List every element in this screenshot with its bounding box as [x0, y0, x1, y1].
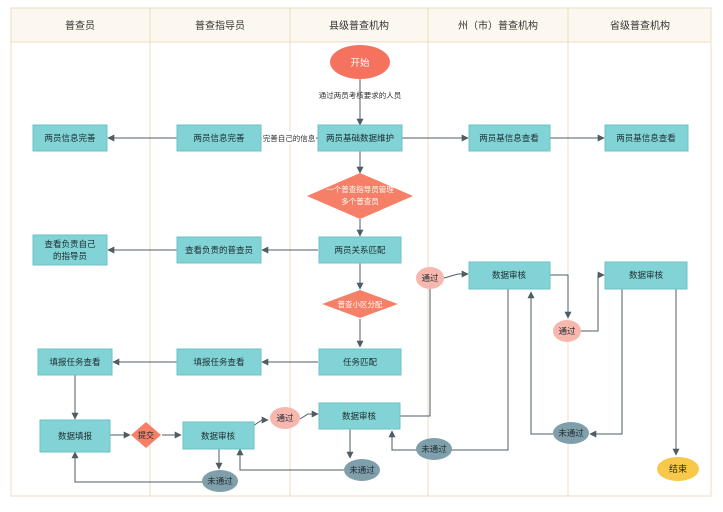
fail-prov-node[interactable] [553, 422, 589, 444]
end-node[interactable] [657, 457, 699, 481]
prov-view-label: 两员基信息查看 [616, 133, 676, 144]
prov-review-label: 数据审核 [629, 270, 664, 281]
edge-pass-pref-review [443, 270, 469, 279]
lane-title-enumerator: 普查员 [65, 19, 95, 32]
start-label: 开始 [350, 57, 370, 69]
enum-fill-label: 数据填报 [58, 431, 93, 442]
guide-complete-box[interactable] [176, 124, 262, 152]
edge-label-qualified: 通过两员考核要求的人员 [319, 90, 402, 100]
decision-manage-diamond[interactable] [307, 173, 413, 219]
fail-pref-label: 未通过 [421, 444, 447, 455]
fail-county-label: 未通过 [349, 465, 375, 476]
decision-manage-label-1: 一个普查指导员管理 [326, 184, 394, 194]
edge-fail-fill [71, 451, 203, 483]
pref-review-box[interactable] [468, 261, 551, 290]
edge-pass-county-review [299, 410, 319, 420]
county-task-box[interactable] [318, 348, 402, 376]
fail-guide-label: 未通过 [207, 476, 233, 487]
pass-pref-label: 通过 [558, 326, 576, 337]
county-task-label: 任务匹配 [343, 357, 378, 368]
nodes: 开始 两员基础数据维护 两员信息完善 两员信息完善 两员基信息查看 两员基信息查… [32, 45, 699, 492]
pass-pref-node[interactable] [553, 320, 581, 342]
pref-view-box[interactable] [468, 124, 551, 152]
edge-prov-review-fail [589, 289, 623, 438]
lane-title-guide: 普查指导员 [195, 19, 245, 32]
decision-area-diamond[interactable] [322, 290, 398, 318]
edge-pref-review-pass [550, 274, 572, 319]
lane-title-county: 县级普查机构 [329, 19, 389, 32]
county-match-box[interactable] [318, 236, 402, 264]
pref-review-label: 数据审核 [492, 270, 527, 281]
header-row [10, 7, 712, 43]
enum-task-label: 填报任务查看 [49, 357, 100, 368]
county-maintain-box[interactable] [317, 124, 403, 152]
county-maintain-label: 两员基础数据维护 [326, 133, 394, 144]
enum-complete-box[interactable] [32, 124, 108, 152]
pass-guide-node[interactable] [270, 407, 300, 429]
edge-fail-county-review [388, 430, 417, 451]
end-label: 结束 [669, 463, 687, 475]
guide-task-box[interactable] [176, 348, 262, 376]
enum-view-guide-box[interactable] [32, 234, 108, 266]
submit-diamond[interactable] [131, 422, 161, 448]
guide-complete-label: 两员信息完善 [193, 133, 245, 144]
decision-area-label: 普查小区分配 [338, 299, 383, 309]
enum-task-box[interactable] [37, 348, 113, 376]
pref-view-label: 两员基信息查看 [479, 133, 539, 144]
guide-view-enums-box[interactable] [176, 236, 262, 264]
submit-label: 提交 [138, 430, 154, 440]
edge-pref-review-fail [443, 289, 509, 454]
decision-manage-label-2: 多个普查员 [341, 196, 379, 206]
county-review-label: 数据审核 [342, 411, 377, 422]
guide-review-label: 数据审核 [201, 431, 236, 442]
lane-title-province: 省级普查机构 [610, 19, 670, 32]
enum-complete-label: 两员信息完善 [44, 133, 96, 144]
pass-county-node[interactable] [416, 267, 444, 289]
enum-view-guide-label-2: 的指导员 [53, 251, 87, 262]
fail-prov-label: 未通过 [558, 428, 584, 439]
fail-county-node[interactable] [344, 459, 380, 481]
guide-review-box[interactable] [182, 421, 255, 450]
guide-task-label: 填报任务查看 [193, 357, 244, 368]
edge-fail-guide-review [236, 448, 344, 471]
prov-review-box[interactable] [604, 261, 688, 290]
enum-view-guide-label-1: 查看负责自己 [44, 239, 96, 250]
pass-guide-label: 通过 [276, 413, 294, 424]
edge-county-review-pass [400, 277, 434, 417]
fail-guide-node[interactable] [202, 470, 238, 492]
enum-fill-box[interactable] [39, 419, 111, 453]
county-match-label: 两员关系匹配 [334, 245, 386, 256]
edge-label-bg [262, 131, 316, 144]
fail-pref-node[interactable] [416, 438, 452, 460]
county-review-box[interactable] [318, 402, 401, 430]
lane-title-prefecture: 州（市）普查机构 [458, 19, 538, 32]
edge-fail-pref-review [527, 291, 553, 435]
prov-view-box[interactable] [604, 124, 689, 152]
start-node[interactable] [330, 45, 390, 79]
pass-county-label: 通过 [421, 273, 439, 284]
edge-label-complete-self: 完善自己的信息 [263, 133, 316, 143]
guide-view-enums-label: 查看负责的普查员 [185, 245, 253, 256]
edge-pass-prov-review [581, 271, 605, 332]
